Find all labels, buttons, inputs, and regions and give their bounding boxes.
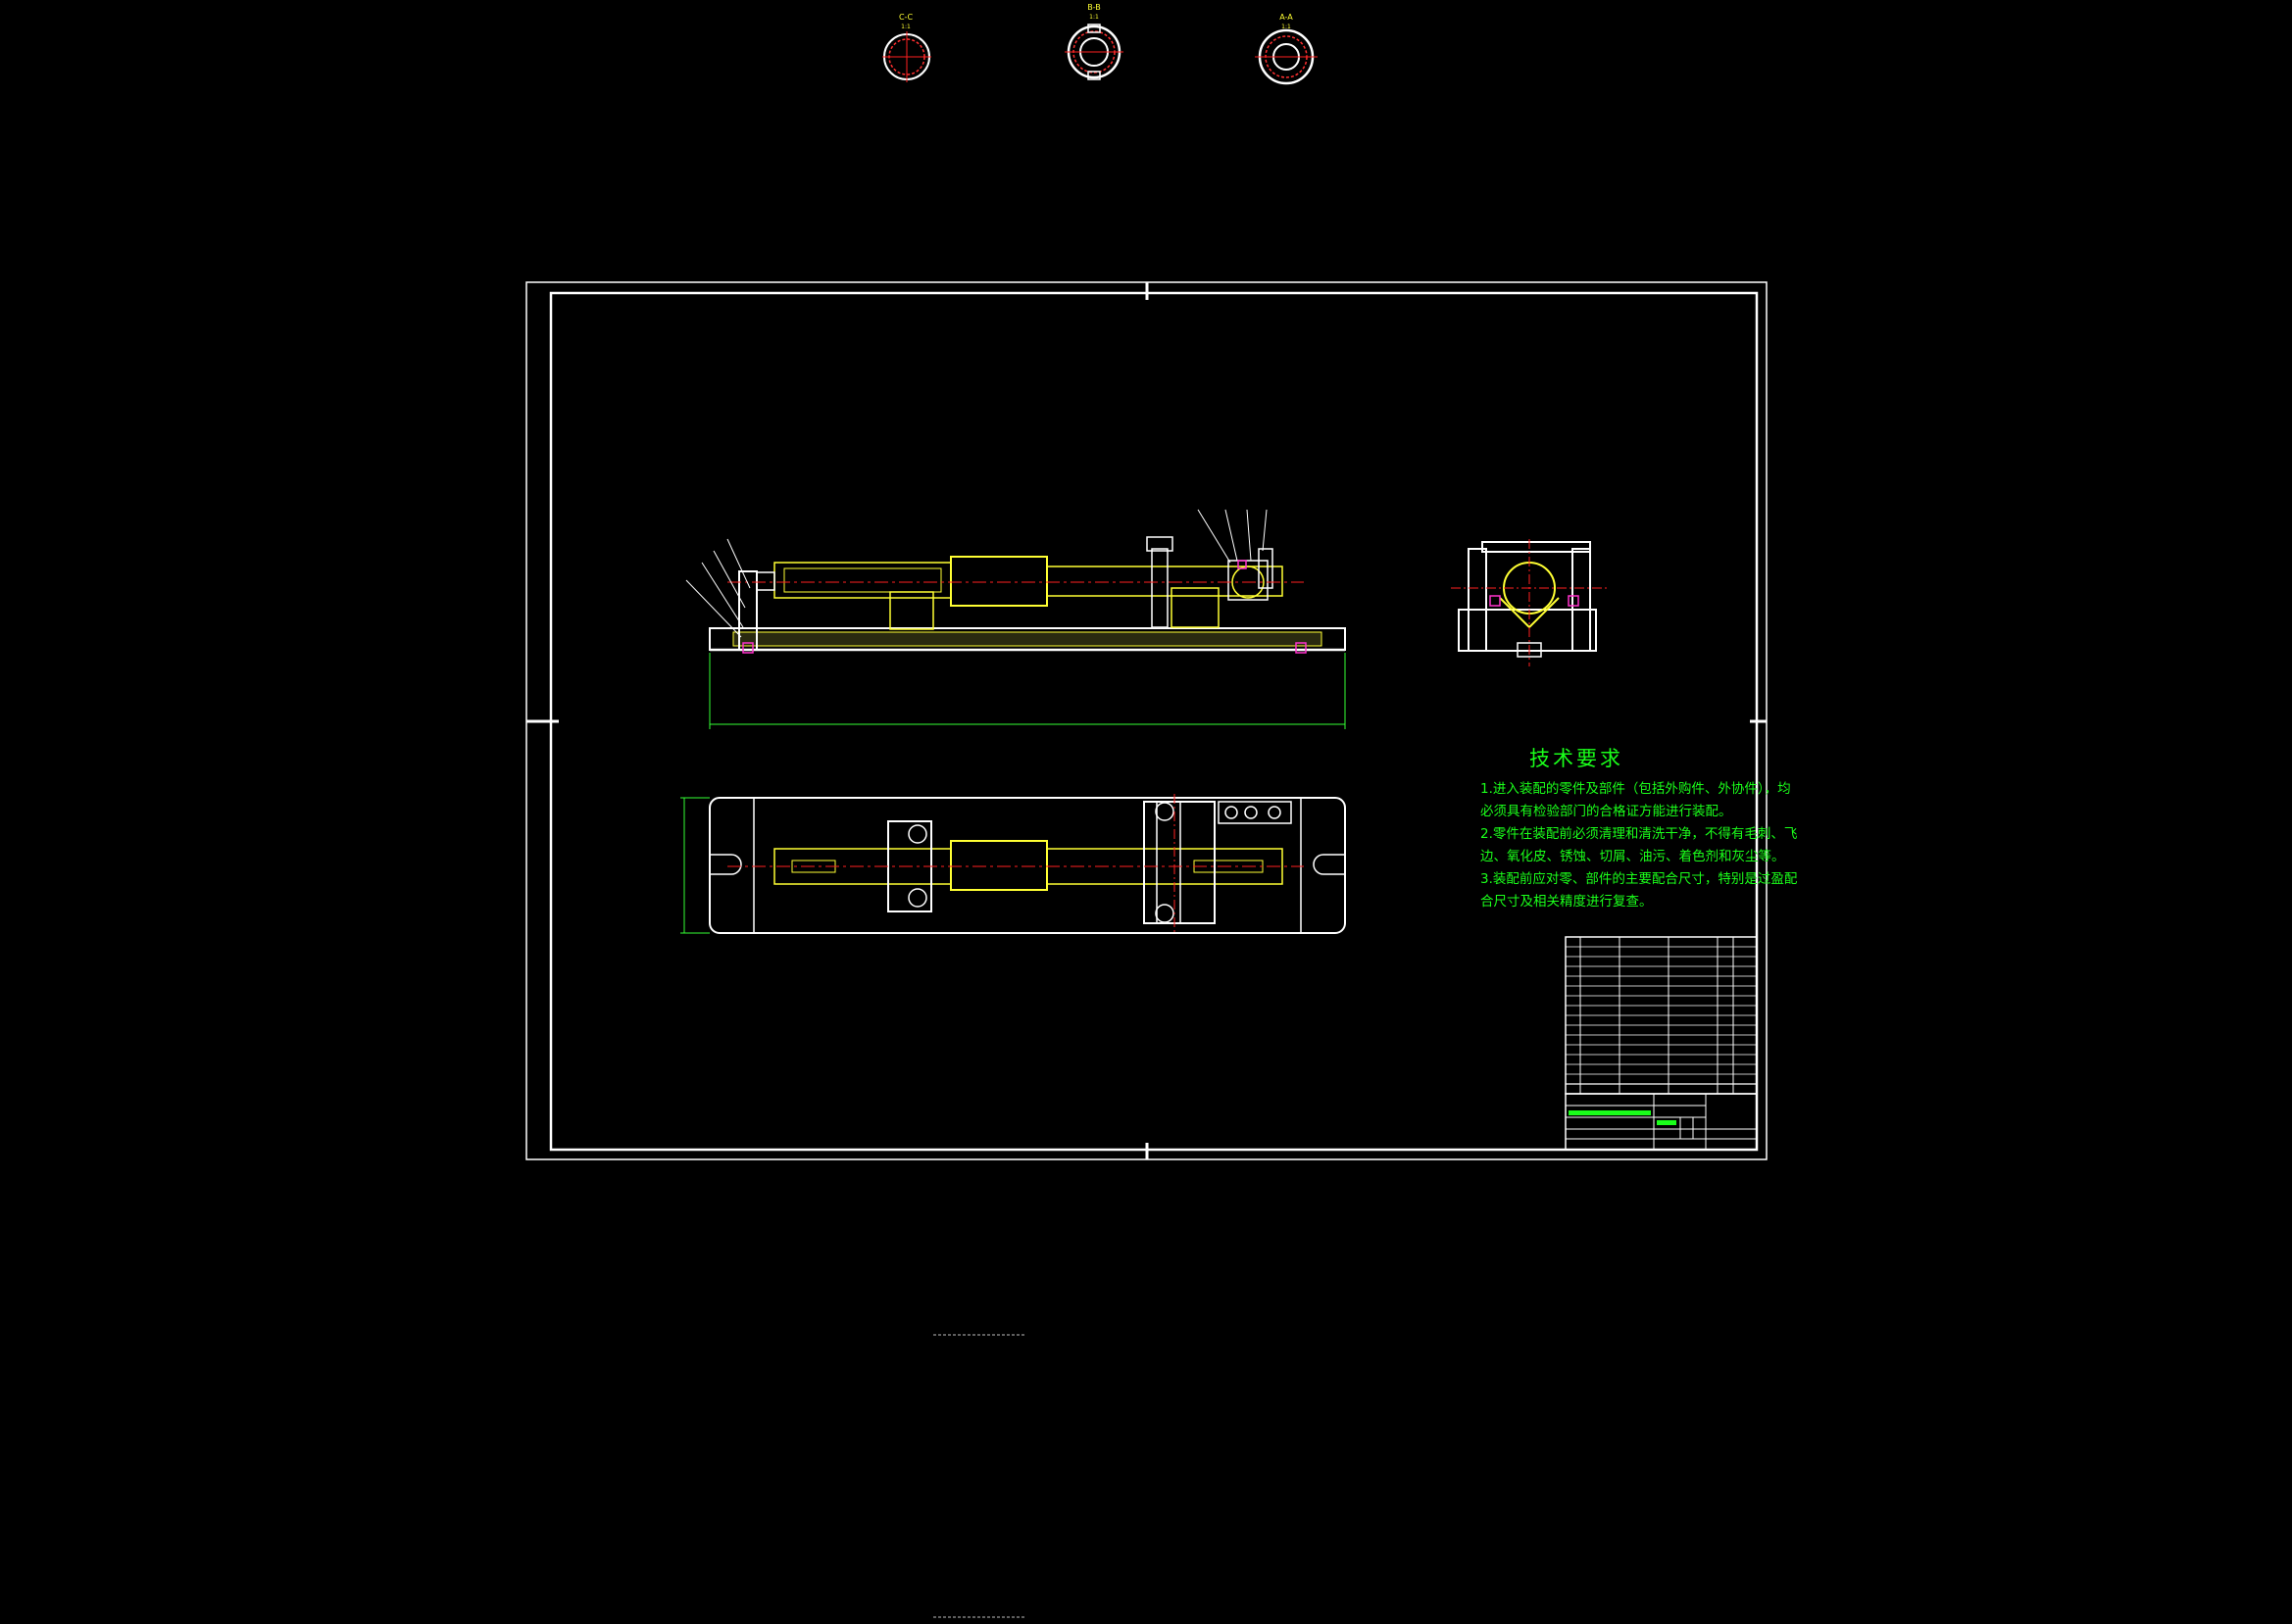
technical-requirement-line: 边、氧化皮、锈蚀、切屑、油污、着色剂和灰尘等。 [1480, 849, 1785, 864]
section-view-c: C-C 1:1 [882, 13, 931, 82]
drawing-sheet [525, 281, 1768, 1160]
technical-requirements-title: 技术要求 [1529, 747, 1623, 770]
technical-requirement-line: 3.装配前应对零、部件的主要配合尺寸，特别是过盈配 [1480, 871, 1798, 887]
top-view [680, 794, 1346, 934]
technical-requirement-line: 必须具有检验部门的合格证方能进行装配。 [1480, 804, 1732, 819]
technical-requirement-line: 合尺寸及相关精度进行复查。 [1480, 894, 1653, 910]
title-block [1565, 1093, 1758, 1151]
technical-requirement-line: 1.进入装配的零件及部件（包括外购件、外协件），均 [1480, 781, 1791, 797]
parts-list [1565, 936, 1758, 1095]
front-view [685, 509, 1346, 729]
technical-requirement-line: 2.零件在装配前必须清理和清洗干净，不得有毛刺、飞 [1480, 826, 1798, 842]
section-b-label: B-B [1087, 3, 1101, 12]
section-a-scale: 1:1 [1281, 24, 1291, 30]
section-a-label: A-A [1279, 13, 1293, 22]
section-b-scale: 1:1 [1089, 14, 1099, 21]
side-view [1451, 539, 1608, 666]
section-c-scale: 1:1 [901, 24, 911, 30]
section-view-b: B-B 1:1 [1065, 3, 1123, 80]
section-view-a: A-A 1:1 [1255, 13, 1318, 85]
section-c-label: C-C [899, 13, 913, 22]
